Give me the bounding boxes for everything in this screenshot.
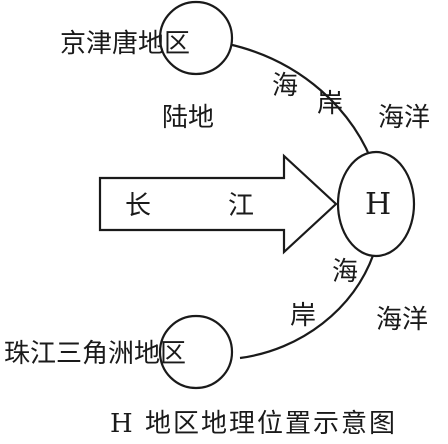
arrow-char-2: 江 (228, 191, 254, 221)
south-region-label: 珠江三角洲地区 (4, 339, 186, 369)
north-region-circle (158, 0, 234, 76)
north-region-label: 京津唐地区 (60, 29, 190, 59)
coast-lower-char-1: 海 (332, 257, 358, 287)
coast-upper-char-2: 岸 (317, 89, 343, 119)
h-node-ellipse (336, 150, 416, 258)
ocean-lower-label: 海洋 (376, 305, 428, 335)
ocean-upper-label: 海洋 (378, 103, 430, 133)
figure-caption: H 地区地理位置示意图 (110, 409, 397, 439)
coast-upper-char-1: 海 (272, 71, 298, 101)
yangtze-arrow (98, 153, 338, 255)
arrow-char-1: 长 (125, 191, 151, 221)
land-label: 陆地 (162, 103, 214, 133)
h-node-label: H (365, 187, 391, 222)
coast-lower-char-2: 岸 (290, 301, 316, 331)
south-region-circle (158, 314, 234, 390)
coastline-arc (227, 42, 377, 360)
